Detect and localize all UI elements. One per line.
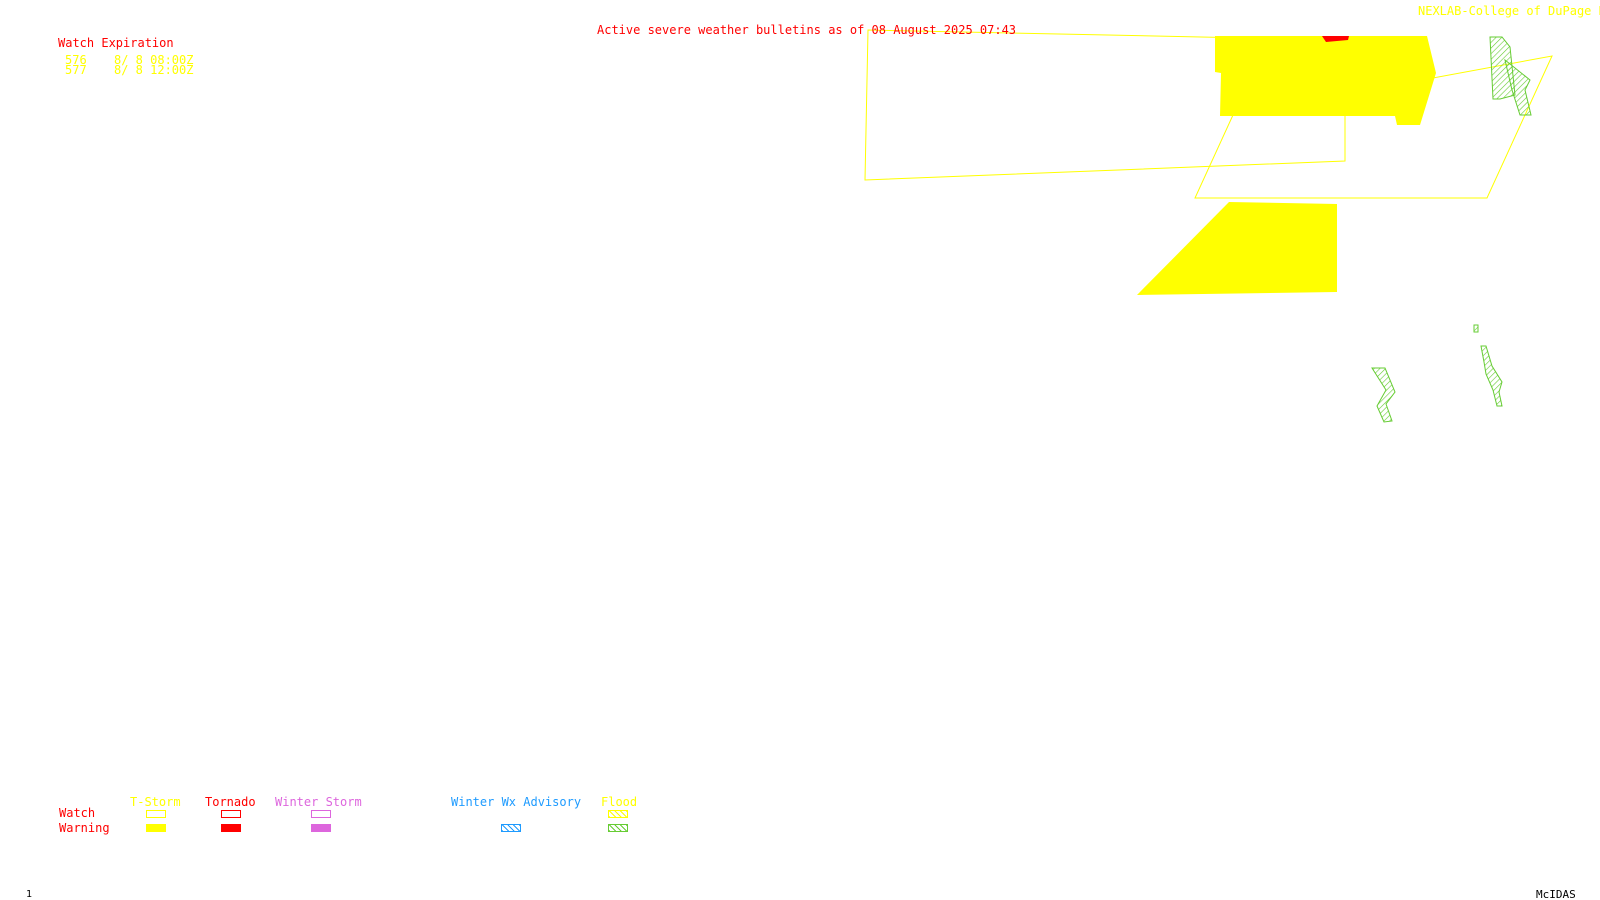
legend-swatch-winter-storm-warning (311, 824, 331, 832)
legend-swatch-tstorm-watch (146, 810, 166, 818)
watch-expires: 8/ 8 12:00Z (114, 63, 194, 77)
legend-swatch-winter-storm-watch (311, 810, 331, 818)
watch-expires: 8/ 8 08:00Z (114, 53, 194, 67)
watch-number: 577 (65, 63, 87, 77)
legend-label-winter-wx-advisory: Winter Wx Advisory (451, 795, 582, 809)
legend-row-watch: Watch (59, 806, 96, 820)
legend-label-winter-storm: Winter Storm (275, 795, 362, 809)
software-label: McIDAS (1536, 888, 1576, 900)
legend-label-tstorm: T-Storm (130, 795, 181, 809)
flood-warning-area-se-dot (1473, 324, 1479, 333)
legend-swatch-tornado-warning (221, 824, 241, 832)
watch-expiration-heading: Watch Expiration (58, 36, 174, 50)
tstorm-warning-area-north (1215, 36, 1436, 125)
frame-number: 1 (26, 889, 33, 900)
credit-label: NEXLAB-College of DuPage R (1418, 4, 1600, 18)
legend-swatch-tstorm-warning (146, 824, 166, 832)
legend-label-tornado: Tornado (205, 795, 256, 809)
legend-swatch-tornado-watch (221, 810, 241, 818)
legend-swatch-winter-wx-advisory (501, 824, 521, 832)
watch-number: 576 (65, 53, 87, 67)
tstorm-watch-577-outline (1194, 55, 1553, 199)
tornado-warning-area (1322, 36, 1349, 42)
legend-swatch-flood-watch (608, 810, 628, 818)
legend-swatch-flood-warning (608, 824, 628, 832)
legend-row-warning: Warning (59, 821, 110, 835)
tstorm-warning-area-south (1137, 202, 1337, 295)
flood-warning-area-se-1 (1480, 345, 1503, 407)
tstorm-watch-576-outline (864, 29, 1346, 181)
legend-label-flood: Flood (601, 795, 638, 809)
flood-warning-area-se-2 (1371, 367, 1396, 423)
page-title: Active severe weather bulletins as of 08… (597, 23, 1017, 37)
flood-warning-area-ne-2 (1504, 58, 1532, 116)
